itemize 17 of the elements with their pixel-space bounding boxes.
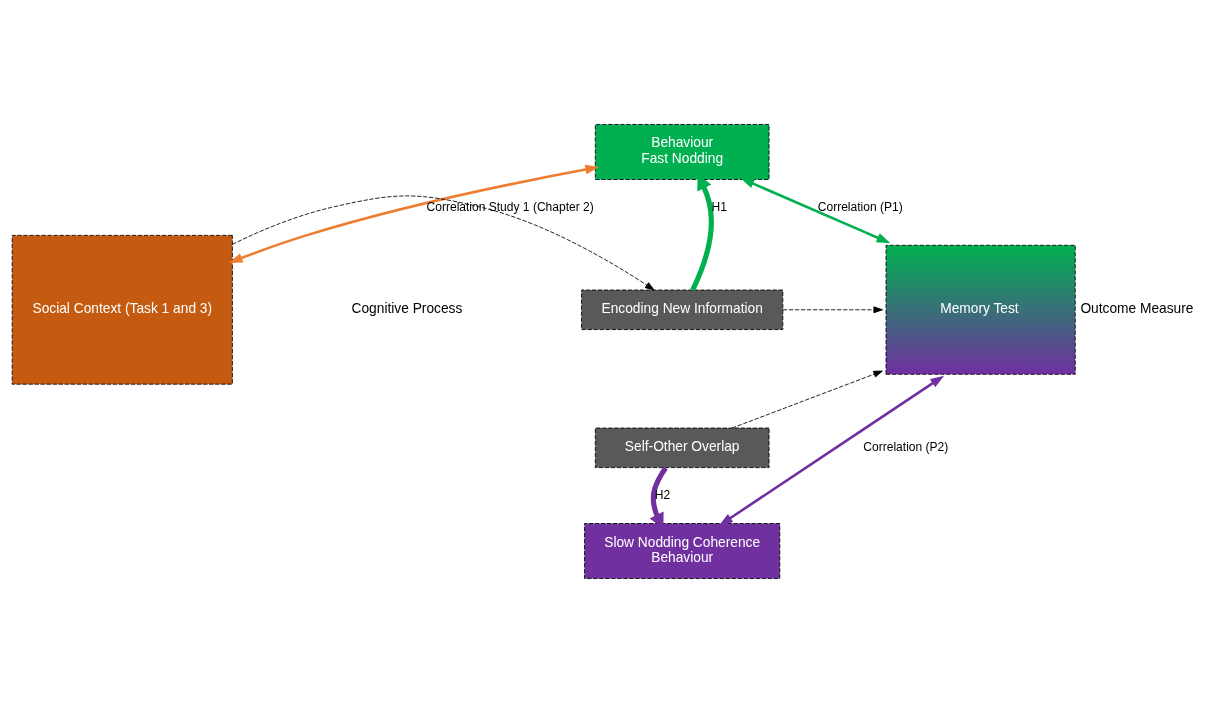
edge-label: Correlation (P2) [863, 439, 949, 454]
node-box: Behaviour Fast Nodding [594, 123, 770, 180]
edge-label: Correlation (P1) [817, 199, 903, 214]
node-box: Slow Nodding Coherence Behaviour [584, 522, 781, 579]
node-box: Self-Other Overlap [594, 427, 770, 468]
edge-label: Correlation Study 1 (Chapter 2) [426, 199, 594, 214]
label: Cognitive Process [351, 300, 463, 316]
arrow [719, 375, 945, 526]
node-label: Outcome Measure [1080, 300, 1194, 316]
node-box: Social Context (Task 1 and 3) [11, 234, 233, 385]
arrow [231, 195, 655, 290]
arrow [740, 177, 891, 243]
node-box: Encoding New Information [581, 289, 784, 330]
arrow [782, 305, 883, 313]
arrow [228, 164, 600, 263]
edge-label: H1 [711, 199, 727, 214]
arrow [731, 370, 883, 428]
